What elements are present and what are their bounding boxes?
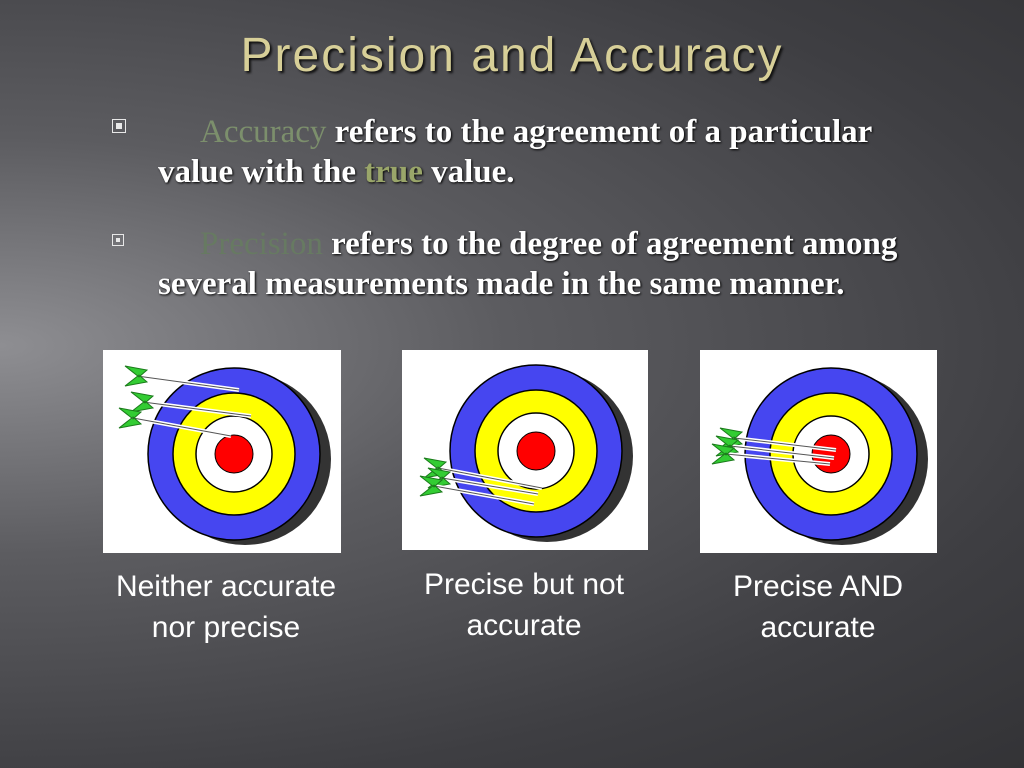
target-panel-neither xyxy=(103,350,341,553)
bullet-precision: Precision refers to the degree of agreem… xyxy=(112,224,912,304)
bullet-text: refers to the agreement of a particular … xyxy=(158,114,872,190)
target-panel-accurate xyxy=(700,350,937,553)
bullet-text: refers to the degree of agreement among … xyxy=(158,226,898,302)
caption-accurate: Precise AND accurate xyxy=(732,570,904,644)
bullet-text-end: value. xyxy=(422,154,515,190)
arrow-icon xyxy=(118,407,232,438)
target-icon xyxy=(711,367,928,545)
arrow-icon xyxy=(711,443,831,466)
term-precision: Precision xyxy=(200,226,323,262)
arrow-icon xyxy=(124,365,240,392)
caption-neither: Neither accurate nor precise xyxy=(115,570,337,644)
highlight-true: true xyxy=(364,154,423,190)
arrow-icon xyxy=(427,467,539,496)
target-icon xyxy=(118,365,331,545)
target-icon xyxy=(419,364,633,542)
arrow-icon xyxy=(130,391,252,418)
bullet-accuracy: Accuracy refers to the agreement of a pa… xyxy=(112,112,912,192)
slide-title: Precision and Accuracy xyxy=(240,29,784,82)
arrow-icon xyxy=(419,475,535,506)
bullet-square-icon xyxy=(112,119,126,133)
target-panel-precise xyxy=(402,350,648,550)
bullet-list: Accuracy refers to the agreement of a pa… xyxy=(112,112,912,304)
caption-precise: Precise but not accurate xyxy=(423,568,625,642)
bullet-square-icon xyxy=(112,234,124,246)
term-accuracy: Accuracy xyxy=(200,114,327,150)
